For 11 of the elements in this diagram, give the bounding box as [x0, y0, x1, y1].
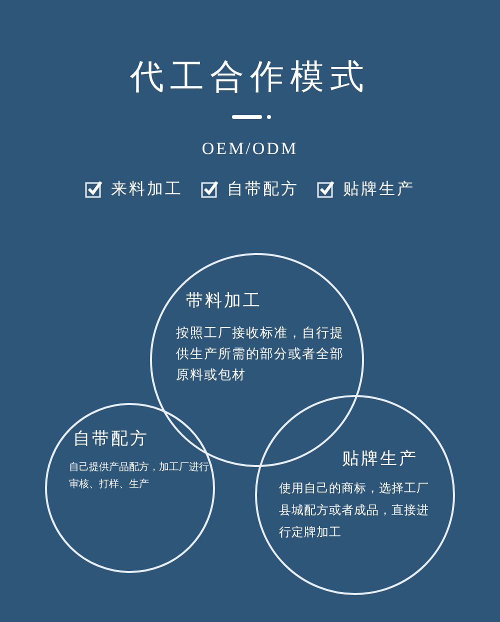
feature-label: 贴牌生产 — [343, 178, 415, 200]
circle-heading: 自带配方 — [73, 428, 149, 451]
title: 代工合作模式 — [130, 56, 370, 99]
feature-label: 来料加工 — [111, 178, 183, 200]
feature-label: 自带配方 — [227, 178, 299, 200]
circle-description: 自己提供产品配方，加工厂进行审核、打样、生产 — [69, 460, 209, 492]
circle-description: 按照工厂接收标准，自行提供生产所需的部分或者全部原料或包材 — [176, 325, 345, 385]
circle-description: 使用自己的商标，选择工厂县城配方或者成品，直接进行定牌加工 — [279, 480, 430, 541]
subtitle: OEM/ODM — [202, 138, 298, 160]
circle-heading: 带料加工 — [186, 290, 262, 313]
circle-heading: 贴牌生产 — [342, 448, 418, 471]
